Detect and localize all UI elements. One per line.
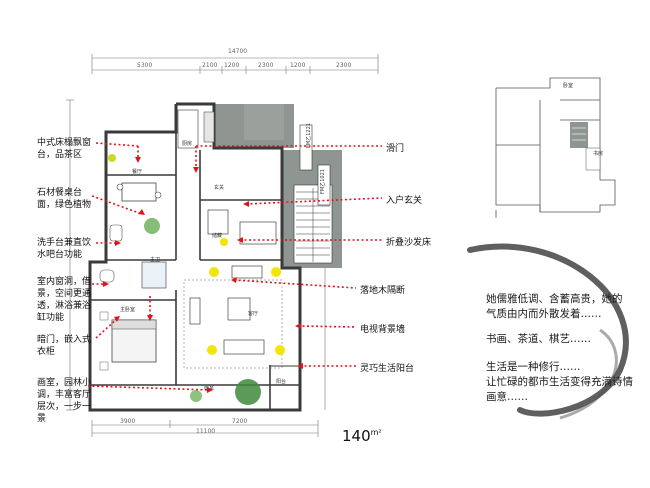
room-label-kitchen: 厨房 [182, 141, 193, 147]
room-label-studio: 画室 [204, 385, 215, 391]
note-chinese-bed: 中式床榻飘窗 台，品茶区 [37, 138, 92, 160]
note-studio: 画室，园林小 调，丰富客厅 层次，一步一 景 [37, 378, 92, 424]
stair-code-1: FM乙1221 [305, 123, 312, 148]
stair-code-2: FM乙1021 [319, 169, 326, 194]
room-label-balcony: 阳台 [276, 379, 287, 385]
room-label-storage: 储藏 [212, 233, 223, 239]
label-wood-partition: 落地木隔断 [360, 286, 406, 296]
dim-top-3: 1200 [224, 62, 240, 69]
label-sliding-door: 滑门 [386, 144, 405, 154]
floor-area-unit: m² [370, 428, 382, 437]
dim-top-2: 2100 [202, 62, 218, 69]
floor-area-value: 140 [342, 427, 371, 445]
key-plan-label-bedroom: 卧室 [563, 83, 574, 89]
room-label-master: 主卧室 [120, 307, 136, 313]
key-plan-label-study: 书房 [593, 151, 604, 157]
dim-top-5: 1200 [290, 62, 306, 69]
dim-top-1: 5300 [137, 62, 153, 69]
dim-top-4: 2300 [258, 62, 274, 69]
label-folding-sofa: 折叠沙发床 [386, 238, 432, 248]
room-label-dining: 餐厅 [132, 169, 143, 175]
dim-bottom-1: 3900 [120, 418, 136, 425]
poem-life: 生活是一种修行…… 让忙碌的都市生活变得充满诗情 画意…… [486, 361, 633, 403]
note-washbasin: 洗手台兼直饮 水吧台功能 [37, 238, 92, 260]
poem-intro: 她儒雅低调、含蓄高贵，她的 气质由内而外散发着…… [486, 293, 623, 320]
label-entry-foyer: 入户玄关 [386, 196, 423, 206]
label-tv-wall: 电视背景墙 [360, 325, 406, 335]
dim-bottom-2: 7200 [232, 418, 248, 425]
label-balcony: 灵巧生活阳台 [360, 364, 415, 374]
dim-bottom-total: 11100 [196, 428, 216, 435]
note-stone-table: 石材餐桌台 面，绿色植物 [37, 188, 92, 210]
dim-top-6: 2300 [336, 62, 352, 69]
poem-arts: 书画、茶道、棋艺…… [486, 333, 591, 345]
floor-area: 140m² [342, 427, 382, 445]
room-label-foyer: 玄关 [214, 185, 225, 191]
note-hidden-door: 暗门，嵌入式 衣柜 [37, 335, 92, 357]
note-interior-window: 室内窗洞，借 景，空间更通 透，淋浴兼浴 缸功能 [37, 277, 92, 323]
dim-total-top: 14700 [228, 48, 248, 55]
room-label-bath: 主卫 [150, 257, 161, 263]
room-label-living: 客厅 [248, 311, 259, 317]
